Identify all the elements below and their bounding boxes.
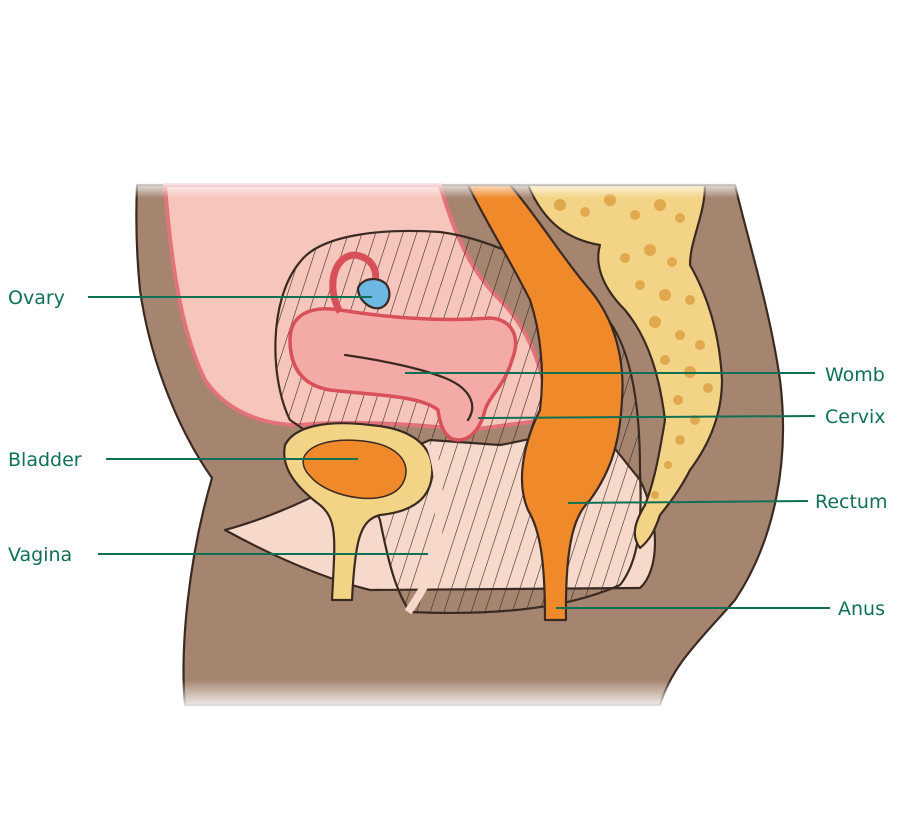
leader-cervix	[477, 415, 816, 419]
ovary-shape	[356, 278, 391, 310]
bladder-interior	[302, 439, 407, 500]
label-womb: Womb	[825, 364, 885, 386]
womb-shape	[288, 307, 518, 442]
label-cervix: Cervix	[825, 406, 886, 428]
label-vagina: Vagina	[8, 544, 72, 566]
womb-cavity	[343, 353, 474, 422]
sacrum-bone	[526, 183, 724, 550]
top-fade	[130, 180, 750, 198]
rectum-column	[466, 183, 624, 622]
fallopian-tube	[329, 251, 380, 314]
label-bladder: Bladder	[8, 449, 82, 471]
label-ovary: Ovary	[8, 287, 65, 309]
label-rectum: Rectum	[815, 491, 887, 513]
label-anus: Anus	[838, 598, 885, 620]
vagina-channel	[404, 443, 444, 615]
leader-rectum	[567, 500, 809, 504]
bottom-fade	[170, 680, 680, 710]
